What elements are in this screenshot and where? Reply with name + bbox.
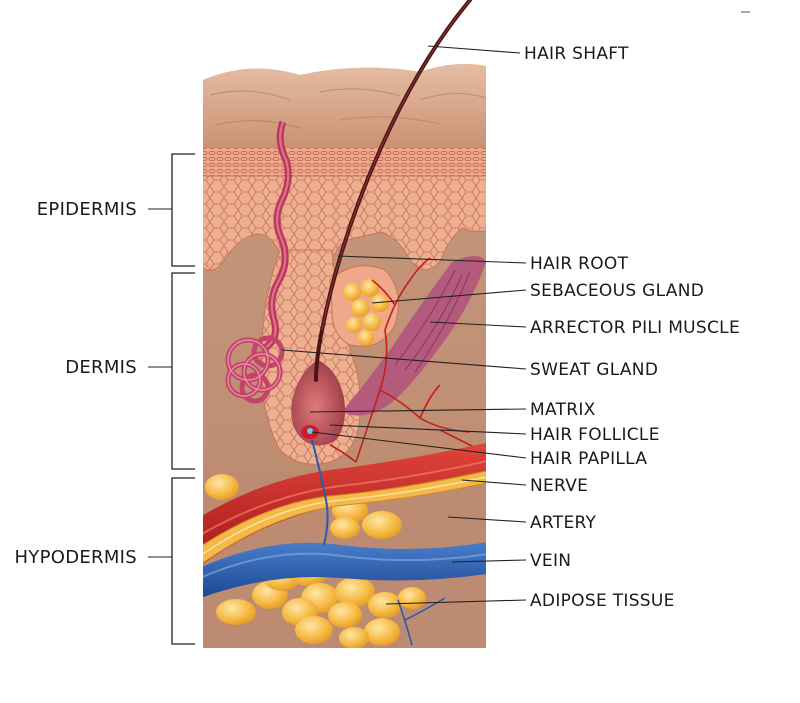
- epidermis-cells: [203, 175, 486, 314]
- hair-follicle-label: HAIR FOLLICLE: [530, 425, 660, 445]
- epidermis-label: EPIDERMIS: [37, 199, 137, 220]
- artery-vessel: [203, 440, 486, 570]
- sweat-gland-label: SWEAT GLAND: [530, 360, 658, 380]
- hair-papilla-label: HAIR PAPILLA: [530, 449, 647, 469]
- sebaceous-gland-label: SEBACEOUS GLAND: [530, 281, 704, 301]
- dermis-label: DERMIS: [65, 357, 137, 378]
- hypodermis-label: HYPODERMIS: [14, 547, 137, 568]
- vein-label: VEIN: [530, 551, 571, 571]
- adipose-tissue-label: ADIPOSE TISSUE: [530, 591, 675, 611]
- artery-label: ARTERY: [530, 513, 597, 533]
- leader-lines: [281, 45, 527, 605]
- skin-surface: [203, 64, 486, 150]
- nerve-label: NERVE: [530, 476, 588, 496]
- stratum-corneum: [203, 148, 486, 178]
- vein-vessel: [203, 540, 486, 600]
- hair-root-label: HAIR ROOT: [530, 254, 629, 274]
- nerve-fiber: [203, 467, 486, 566]
- matrix-label: MATRIX: [530, 400, 596, 420]
- hypodermis-bracket: [148, 477, 195, 645]
- hair-shaft-label: HAIR SHAFT: [524, 44, 629, 64]
- skin-block: [203, 64, 486, 648]
- arrector-pili-muscle-label: ARRECTOR PILI MUSCLE: [530, 318, 740, 338]
- hair-bulb: [291, 360, 345, 446]
- papilla-venule: [311, 439, 329, 546]
- dermis-bracket: [148, 272, 195, 470]
- sebaceous-gland: [329, 265, 399, 347]
- epidermis-bracket: [148, 153, 195, 267]
